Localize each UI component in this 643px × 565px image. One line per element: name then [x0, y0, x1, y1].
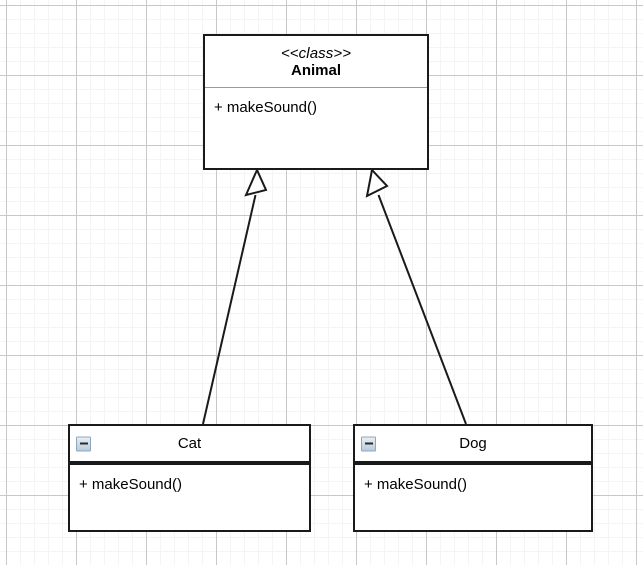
class-members-dog: + makeSound()	[355, 463, 591, 530]
class-member-dog-makesound: + makeSound()	[364, 476, 467, 493]
minus-glyph	[364, 442, 373, 445]
class-members-cat: + makeSound()	[70, 463, 309, 530]
class-header-cat: Cat	[70, 426, 309, 463]
hollow-triangle-arrowhead-cat	[244, 167, 268, 197]
class-name-dog: Dog	[459, 435, 487, 452]
class-box-dog[interactable]: Dog + makeSound()	[353, 424, 593, 532]
generalization-dog-to-animal[interactable]	[365, 167, 467, 425]
collapse-minus-icon-cat[interactable]	[76, 436, 91, 451]
class-box-animal[interactable]: <<class>> Animal + makeSound()	[203, 34, 429, 170]
class-member-animal-makesound: + makeSound()	[214, 99, 317, 116]
class-stereotype-animal: <<class>>	[280, 44, 352, 62]
hollow-triangle-arrowhead-dog	[365, 167, 389, 198]
class-member-cat-makesound: + makeSound()	[79, 476, 182, 493]
class-name-animal: Animal	[290, 61, 341, 79]
class-header-dog: Dog	[355, 426, 591, 463]
generalization-cat-to-animal[interactable]	[202, 167, 268, 425]
class-box-cat[interactable]: Cat + makeSound()	[68, 424, 311, 532]
generalization-line-dog	[377, 194, 467, 425]
minus-glyph	[79, 442, 88, 445]
class-members-animal: + makeSound()	[205, 88, 427, 168]
generalization-line-cat	[202, 194, 257, 425]
class-name-cat: Cat	[177, 435, 202, 452]
collapse-minus-icon-dog[interactable]	[361, 436, 376, 451]
class-header-animal: <<class>> Animal	[205, 36, 427, 88]
